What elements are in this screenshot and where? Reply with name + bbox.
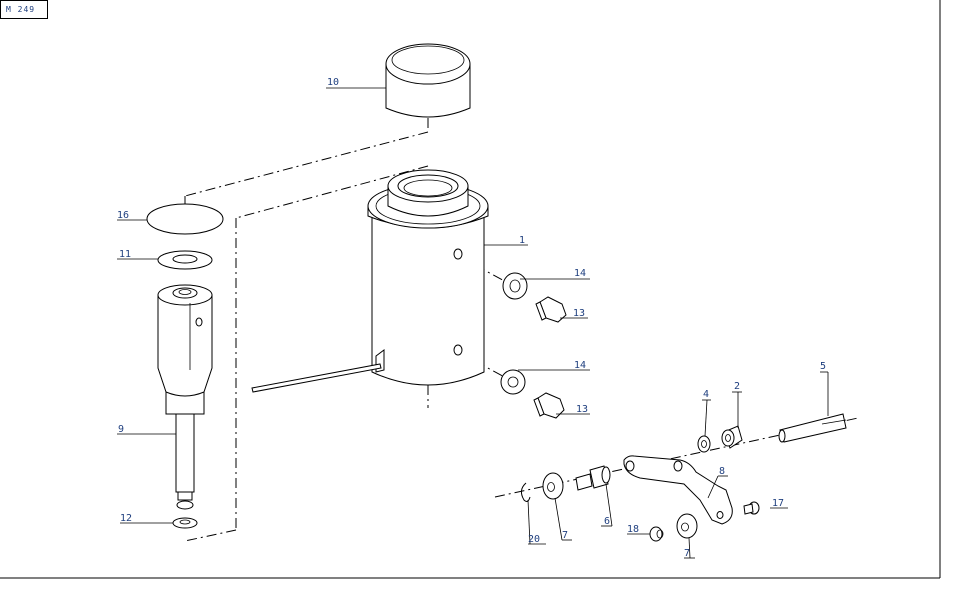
part-8-lever <box>623 455 733 525</box>
long-rod <box>251 363 382 393</box>
callout-17: 17 <box>772 498 784 509</box>
part-7-spacer-right <box>676 513 698 539</box>
callout-14-upper: 14 <box>574 268 586 279</box>
callout-18: 18 <box>627 524 639 535</box>
part-6-fitting <box>575 465 611 491</box>
callout-1: 1 <box>519 235 525 246</box>
callout-14-lower: 14 <box>574 360 586 371</box>
callout-16: 16 <box>117 210 129 221</box>
drawing-frame <box>0 0 941 579</box>
part-4-lock-washer <box>697 435 711 453</box>
callout-11: 11 <box>119 249 131 260</box>
part-11-washer <box>157 250 213 270</box>
callout-7-left: 7 <box>562 530 568 541</box>
callout-labels: 10 1 14 13 14 13 16 11 9 12 5 2 4 8 17 6… <box>117 77 826 559</box>
callout-7-right: 7 <box>684 548 690 559</box>
drawing-tag-box: M 249 <box>0 0 48 19</box>
part-14-washer-lower <box>500 369 526 395</box>
callout-10: 10 <box>327 77 339 88</box>
part-1-cylinder-body <box>367 169 489 386</box>
part-18-cap <box>649 526 664 542</box>
part-13-plug-lower <box>533 392 565 419</box>
part-13-plug-upper <box>535 296 567 323</box>
callout-8: 8 <box>719 466 725 477</box>
part-2-nut <box>721 425 743 449</box>
part-14-washer-upper <box>502 272 528 300</box>
part-5-pin <box>778 413 847 443</box>
callout-12: 12 <box>120 513 132 524</box>
callout-13-lower: 13 <box>576 404 588 415</box>
leader-lines <box>117 87 829 559</box>
part-17-screw <box>743 501 760 515</box>
callout-4: 4 <box>703 389 709 400</box>
drawing-tag: M 249 <box>6 5 35 14</box>
callout-5: 5 <box>820 361 826 372</box>
callout-9: 9 <box>118 424 124 435</box>
part-10-cap <box>385 43 471 118</box>
callout-6: 6 <box>604 516 610 527</box>
callout-2: 2 <box>734 381 740 392</box>
callout-20: 20 <box>528 534 540 545</box>
part-12-ring <box>172 517 198 529</box>
part-16-disc <box>146 203 224 235</box>
part-9-plunger <box>157 284 213 510</box>
assembly-centerlines <box>184 118 859 542</box>
part-7-spacer-left <box>542 472 564 500</box>
callout-13-upper: 13 <box>573 308 585 319</box>
part-20-clip <box>520 482 531 502</box>
